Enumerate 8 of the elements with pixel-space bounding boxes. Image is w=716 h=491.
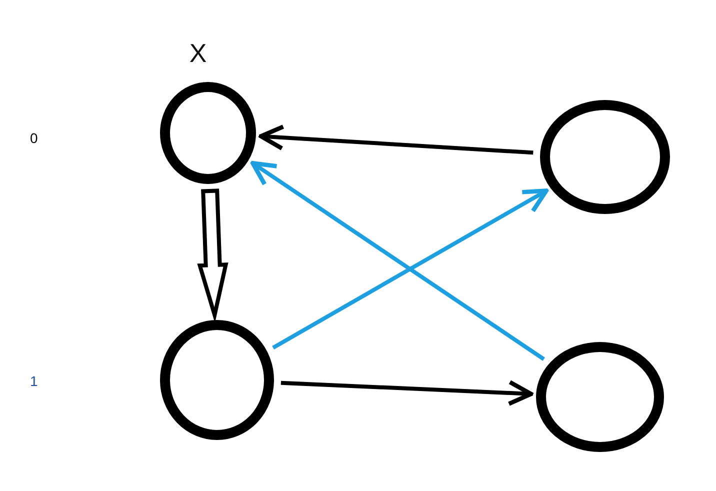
arrow xyxy=(258,124,534,155)
arrow xyxy=(250,160,545,361)
row-number: 1 xyxy=(30,372,38,391)
node-heading: X xyxy=(189,37,207,70)
arrow xyxy=(280,380,534,406)
hollow-arrow xyxy=(197,188,228,323)
row-number: 0 xyxy=(30,129,38,148)
arrow xyxy=(272,188,548,350)
